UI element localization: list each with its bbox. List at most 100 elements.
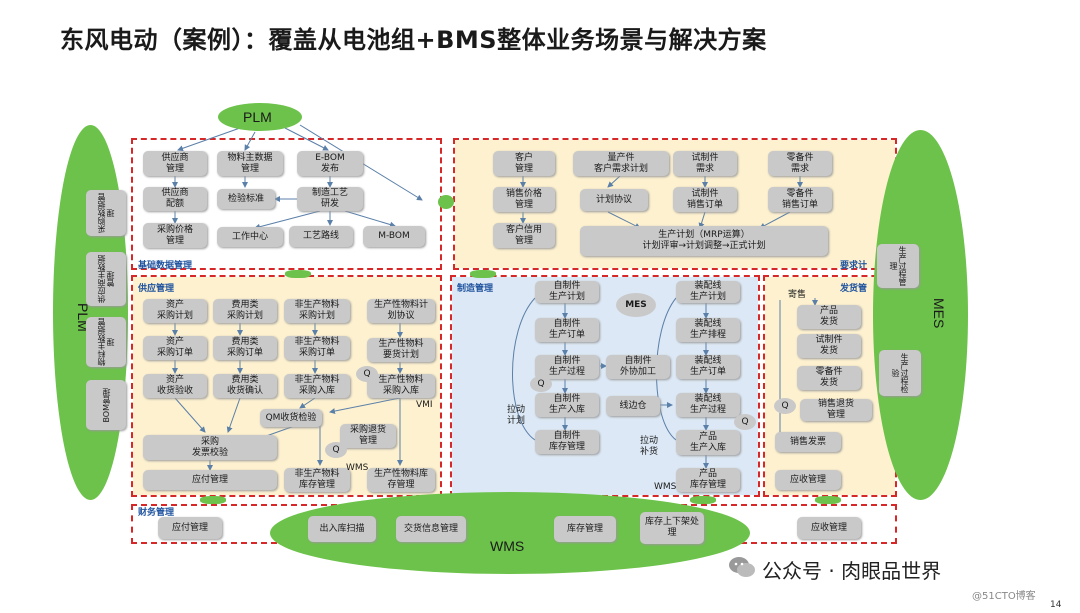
spare-order-box[interactable]: 零备件 销售订单 (768, 187, 832, 212)
consign-label: 寄售 (788, 290, 807, 300)
spare-ship-box[interactable]: 零备件 发货 (797, 366, 861, 390)
right-module-production-inspection[interactable]: 生产过程检验 (879, 350, 921, 396)
assy-order-box[interactable]: 装配线 生产订单 (676, 355, 740, 379)
q-tag: Q (530, 376, 552, 392)
mbom-box[interactable]: M-BOM (363, 226, 425, 247)
mrp-box[interactable]: 生产计划（MRP运算） 计划评审→计划调整→正式计划 (580, 226, 828, 256)
finance-payable-box[interactable]: 应付管理 (158, 517, 222, 539)
sales-price-box[interactable]: 销售价格 管理 (493, 187, 555, 212)
nonprod-stock-box[interactable]: 非生产物料 库存管理 (284, 468, 350, 492)
left-module-bom[interactable]: BOM管理 (86, 380, 126, 430)
ebom-box[interactable]: E-BOM 发布 (297, 151, 363, 176)
material-master-box[interactable]: 物料主数据 管理 (217, 151, 283, 176)
credit-mgmt-box[interactable]: 客户信用 管理 (493, 223, 555, 248)
wms-shelf-box[interactable]: 库存上下架处理 (640, 512, 704, 544)
basic-data-label: 基础数据管理 (138, 261, 193, 271)
trial-order-box[interactable]: 试制件 销售订单 (673, 187, 737, 212)
plan-agreement-box[interactable]: 计划协议 (580, 189, 648, 211)
vmi-tag: VMI (416, 400, 433, 410)
connector (815, 496, 841, 504)
receivable-box[interactable]: 应收管理 (775, 470, 841, 490)
self-plan-box[interactable]: 自制件 生产计划 (535, 281, 599, 303)
work-center-box[interactable]: 工作中心 (217, 227, 283, 247)
left-module-supplier-master[interactable]: 供应商主数据管理 (86, 252, 126, 306)
wms-delivery-box[interactable]: 交货信息管理 (396, 516, 466, 542)
spare-demand-box[interactable]: 零备件 需求 (768, 151, 832, 176)
mes-tag: MES (616, 293, 656, 317)
demand-label: 要求计 (840, 261, 868, 271)
mes-right-label: MES (931, 298, 947, 329)
supplier-quota-box[interactable]: 供应商 配额 (143, 187, 207, 211)
sales-invoice-box[interactable]: 销售发票 (775, 432, 841, 452)
left-module-material-master[interactable]: 物料主数据管理 (86, 317, 126, 367)
outsource-box[interactable]: 自制件 外协加工 (606, 355, 670, 379)
self-process-box[interactable]: 自制件 生产过程 (535, 355, 599, 379)
plm-top-label: PLM (243, 109, 272, 125)
asset-receipt-box[interactable]: 资产 收货验收 (143, 374, 207, 398)
nonprod-plan-box[interactable]: 非生产物料 采购计划 (284, 299, 350, 323)
prod-receipt-box-mfg[interactable]: 产品 生产入库 (676, 430, 740, 455)
q-tag: Q (356, 366, 378, 382)
plm-left-ellipse[interactable]: PLM (53, 125, 128, 500)
q-tag: Q (774, 398, 796, 414)
connector (470, 270, 496, 278)
asset-order-box[interactable]: 资产 采购订单 (143, 336, 207, 360)
prod-stock-box[interactable]: 生产性物料库 存管理 (367, 468, 435, 492)
left-module-purchase-data[interactable]: 采购数据管理 (86, 190, 126, 236)
supplier-mgmt-box[interactable]: 供应商 管理 (143, 151, 207, 176)
purchase-price-box[interactable]: 采购价格 管理 (143, 223, 207, 248)
q-tag: Q (325, 442, 347, 458)
inspection-std-box[interactable]: 检验标准 (217, 189, 275, 209)
trial-ship-box[interactable]: 试制件 发货 (797, 334, 861, 358)
connector (285, 270, 311, 278)
mass-demand-box[interactable]: 量产件 客户需求计划 (573, 151, 669, 176)
watermark-small: @51CTO博客 (972, 591, 1036, 602)
customer-mgmt-box[interactable]: 客户 管理 (493, 151, 555, 176)
shipping-label: 发货管 (840, 284, 868, 294)
manufacture-label: 制造管理 (457, 284, 494, 294)
wechat-icon (728, 555, 756, 579)
process-dev-box[interactable]: 制造工艺 研发 (297, 187, 363, 211)
line-side-box[interactable]: 线边仓 (606, 396, 660, 416)
qm-inspect-box[interactable]: QM收货检验 (260, 409, 322, 427)
nonprod-order-box[interactable]: 非生产物料 采购订单 (284, 336, 350, 360)
assy-plan-box[interactable]: 装配线 生产计划 (676, 281, 740, 303)
assy-sched-box[interactable]: 装配线 生产排程 (676, 318, 740, 342)
self-stock-box[interactable]: 自制件 库存管理 (535, 430, 599, 454)
finance-label: 财务管理 (138, 508, 175, 518)
expense-order-box[interactable]: 费用类 采购订单 (213, 336, 277, 360)
finance-receivable-box[interactable]: 应收管理 (797, 517, 861, 539)
pull-plan-label: 拉动 计划 (507, 405, 526, 426)
page-title: 东风电动（案例）：覆盖从电池组+BMS整体业务场景与解决方案 (60, 26, 767, 54)
asset-plan-box[interactable]: 资产 采购计划 (143, 299, 207, 323)
sales-return-box[interactable]: 销售退货 管理 (800, 399, 872, 421)
prod-receipt-box[interactable]: 生产性物料 采购入库 (367, 374, 435, 398)
routing-box[interactable]: 工艺路线 (289, 226, 353, 247)
trial-demand-box[interactable]: 试制件 需求 (673, 151, 737, 176)
mes-right-ellipse[interactable]: MES (873, 130, 968, 500)
q-tag: Q (734, 414, 756, 430)
prod-pull-box[interactable]: 生产性物料 要货计划 (367, 338, 435, 362)
self-receipt-box[interactable]: 自制件 生产入库 (535, 393, 599, 417)
invoice-verify-box[interactable]: 采购 发票校验 (143, 435, 277, 460)
plm-top-ellipse[interactable]: PLM (218, 103, 302, 131)
right-module-production-process[interactable]: 生产过程管理 (877, 244, 919, 288)
manufacture-border (450, 275, 760, 497)
assy-process-box[interactable]: 装配线 生产过程 (676, 393, 740, 417)
self-order-box[interactable]: 自制件 生产订单 (535, 318, 599, 342)
expense-confirm-box[interactable]: 费用类 收货确认 (213, 374, 277, 398)
expense-plan-box[interactable]: 费用类 采购计划 (213, 299, 277, 323)
watermark-text: 公众号 · 肉眼品世界 (762, 559, 942, 583)
prod-stock-box-mfg[interactable]: 产品 库存管理 (676, 468, 740, 492)
connector (690, 496, 716, 504)
return-mgmt-box[interactable]: 采购退货 管理 (340, 424, 396, 448)
wms-stock-box[interactable]: 库存管理 (554, 516, 616, 542)
wms-scan-box[interactable]: 出入库扫描 (308, 516, 376, 542)
wms-tag-mfg: WMS (654, 482, 677, 492)
product-ship-box[interactable]: 产品 发货 (797, 305, 861, 329)
supply-label: 供应管理 (138, 284, 175, 294)
payable-box[interactable]: 应付管理 (143, 470, 277, 490)
nonprod-receipt-box[interactable]: 非生产物料 采购入库 (284, 374, 350, 398)
prod-agreement-box[interactable]: 生产性物料计 划协议 (367, 299, 435, 323)
wms-bottom-label: WMS (490, 538, 525, 554)
